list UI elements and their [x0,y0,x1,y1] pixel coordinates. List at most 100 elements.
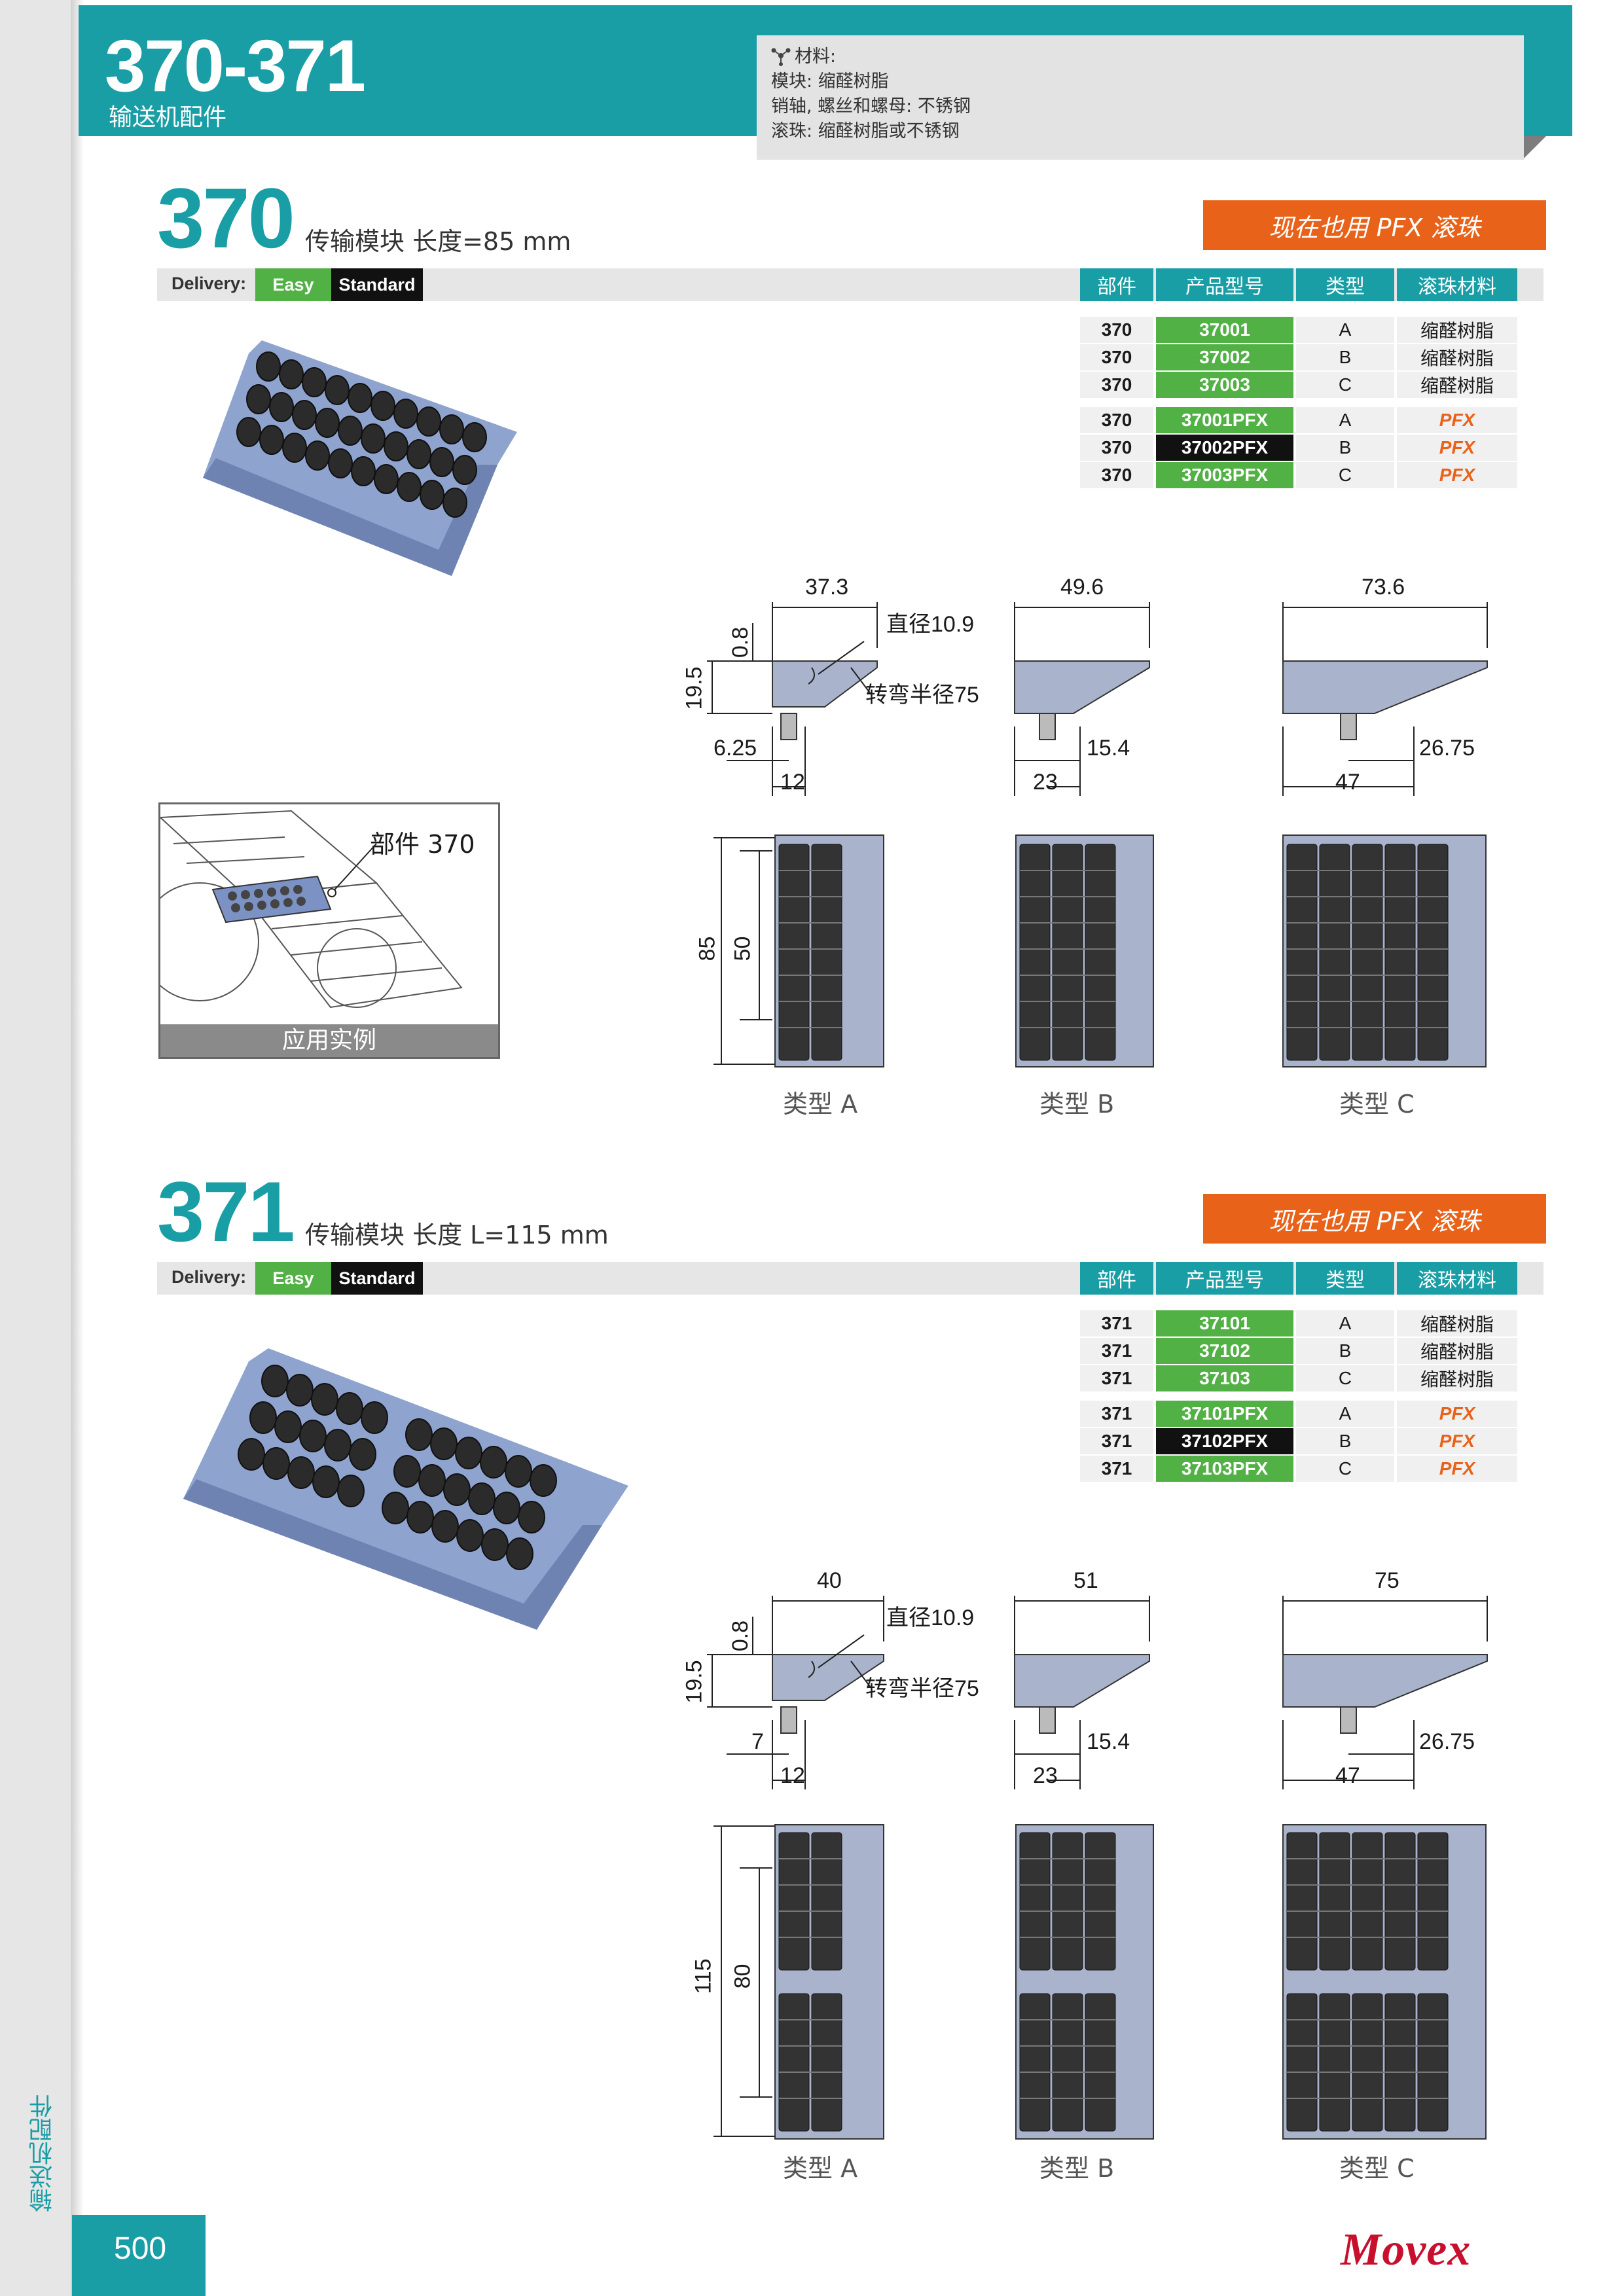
product-table: 370 37001 A 缩醛树脂 370 37002 B 缩醛树脂 370 37… [1080,317,1517,490]
type-a-label: 类型 A [783,2154,858,2183]
header-material: 滚珠材料 [1397,1262,1517,1295]
product-table-header: 部件 产品型号 类型 滚珠材料 [1080,268,1517,301]
dim-b-width: 49.6 [1060,575,1104,600]
cell-material: PFX [1397,1401,1517,1427]
dim-b-base: 23 [1033,1763,1058,1788]
cell-code: 37101 [1156,1310,1293,1336]
cell-material: PFX [1397,407,1517,433]
dim-radius: 转弯半径75 [865,683,979,708]
delivery-standard-badge: Standard [331,1262,423,1295]
cell-type: C [1296,372,1394,398]
side-section-label: 输送机配件 [29,2094,56,2212]
dim-top: 0.8 [728,626,753,658]
sidebar-shadow [71,0,84,2296]
table-row: 370 37002 B 缩醛树脂 [1080,344,1517,372]
materials-content: 材料: 模块: 缩醛树脂 销轴, 螺丝和螺母: 不锈钢 滚珠: 缩醛树脂或不锈钢 [771,45,971,144]
cell-part: 370 [1080,462,1153,488]
cell-part: 371 [1080,1338,1153,1364]
header-type: 类型 [1296,268,1394,301]
materials-box: 材料: 模块: 缩醛树脂 销轴, 螺丝和螺母: 不锈钢 滚珠: 缩醛树脂或不锈钢 [757,35,1524,160]
dim-a-offset: 6.25 [713,736,757,761]
dim-a-base: 12 [780,1763,805,1788]
cell-material: PFX [1397,1428,1517,1454]
top-view-drawings-371 [713,1824,1487,2140]
dim-b-pin: 15.4 [1087,736,1130,761]
header-code: 产品型号 [1156,268,1293,301]
cell-type: A [1296,1401,1394,1427]
section-number: 371 [157,1164,295,1259]
materials-line: 滚珠: 缩醛树脂或不锈钢 [771,121,960,141]
dim-c-base: 47 [1335,1763,1360,1788]
dim-diameter: 直径10.9 [886,1605,975,1630]
cell-part: 371 [1080,1365,1153,1391]
table-row: 371 37103 C 缩醛树脂 [1080,1365,1517,1393]
cell-code: 37003 [1156,372,1293,398]
cell-material: 缩醛树脂 [1397,1338,1517,1364]
header-type: 类型 [1296,1262,1394,1295]
cell-code: 37001 [1156,317,1293,343]
cell-part: 370 [1080,317,1153,343]
section-number: 370 [157,170,295,266]
materials-box-fold [1524,136,1546,158]
page-number: 500 [114,2231,167,2266]
table-row: 370 37001PFX A PFX [1080,407,1517,435]
cell-type: B [1296,1428,1394,1454]
molecule-icon [771,48,791,66]
application-example: 部件 370 应用实例 [140,802,500,1059]
table-row: 370 37003 C 缩醛树脂 [1080,372,1517,399]
table-row: 370 37001 A 缩醛树脂 [1080,317,1517,344]
table-row: 371 37102PFX B PFX [1080,1428,1517,1456]
type-c-label: 类型 C [1339,2154,1415,2183]
cell-code: 37001PFX [1156,407,1293,433]
dim-radius: 转弯半径75 [865,1676,979,1701]
cell-code: 37003PFX [1156,462,1293,488]
materials-line: 销轴, 螺丝和螺母: 不锈钢 [771,96,971,117]
cell-code: 37103 [1156,1365,1293,1391]
delivery-easy-badge: Easy [255,1262,331,1295]
cell-type: B [1296,344,1394,370]
dim-height: 19.5 [681,666,707,710]
header-part: 部件 [1080,268,1153,301]
dim-a-offset: 7 [751,1729,764,1754]
table-row: 371 37101PFX A PFX [1080,1401,1517,1428]
cell-material: 缩醛树脂 [1397,1365,1517,1391]
application-caption: 应用实例 [160,1024,498,1057]
type-a-label: 类型 A [783,1090,858,1119]
header-material: 滚珠材料 [1397,268,1517,301]
section-subtitle: 传输模块 长度=85 mm [305,227,571,256]
cell-material: 缩醛树脂 [1397,344,1517,370]
delivery-standard-badge: Standard [331,268,423,301]
dim-c-width: 73.6 [1362,575,1405,600]
cell-material: 缩醛树脂 [1397,1310,1517,1336]
dim-c-pin: 26.75 [1419,736,1475,761]
dim-c-width: 75 [1375,1568,1399,1593]
cell-type: C [1296,1456,1394,1482]
cell-material: PFX [1397,1456,1517,1482]
application-drawing [140,810,463,1009]
sidebar-strip [0,0,71,2296]
movex-logo: Movex [1341,2225,1471,2275]
delivery-easy-badge: Easy [255,268,331,301]
dim-a-base: 12 [780,770,805,795]
cell-code: 37002 [1156,344,1293,370]
cell-code: 37002PFX [1156,435,1293,461]
type-b-label: 类型 B [1039,1090,1115,1119]
cell-type: A [1296,317,1394,343]
module-370-photo [203,340,517,576]
dim-b-width: 51 [1074,1568,1098,1593]
header-code: 产品型号 [1156,1262,1293,1295]
cell-material: PFX [1397,435,1517,461]
pfx-banner: 现在也用 PFX 滚珠 [1203,1194,1546,1244]
cell-part: 370 [1080,344,1153,370]
cell-material: PFX [1397,462,1517,488]
table-row: 371 37101 A 缩醛树脂 [1080,1310,1517,1338]
application-part-label: 部件 370 [370,830,475,859]
cell-part: 371 [1080,1456,1153,1482]
page-subtitle: 输送机配件 [109,104,227,131]
delivery-label: Delivery: [171,1267,247,1287]
cell-material: 缩醛树脂 [1397,317,1517,343]
cell-type: B [1296,1338,1394,1364]
dim-inner: 80 [730,1964,755,1989]
dim-length: 115 [691,1958,716,1994]
side-view-drawings-370 [707,602,1488,796]
